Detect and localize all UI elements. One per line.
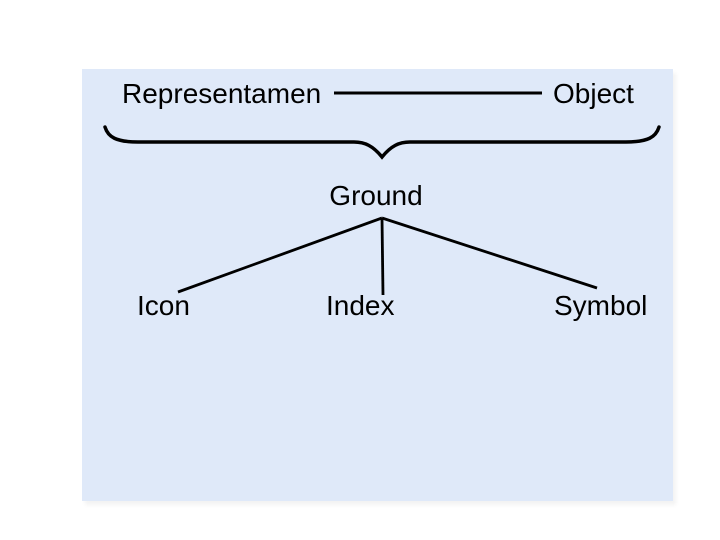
node-object: Object: [553, 78, 634, 109]
node-symbol: Symbol: [554, 290, 648, 321]
edge-ground-index: [380, 217, 385, 296]
node-ground: Ground: [329, 180, 423, 211]
edge-ground-icon: [177, 216, 383, 294]
node-index: Index: [326, 290, 395, 321]
node-representamen: Representamen: [122, 78, 322, 109]
brace-down-icon: [103, 125, 661, 160]
node-icon: Icon: [137, 290, 190, 321]
diagram-strokes: [103, 91, 661, 296]
diagram-panel: Representamen Object Ground Icon Index S…: [82, 69, 673, 501]
edge-ground-symbol: [381, 216, 598, 290]
